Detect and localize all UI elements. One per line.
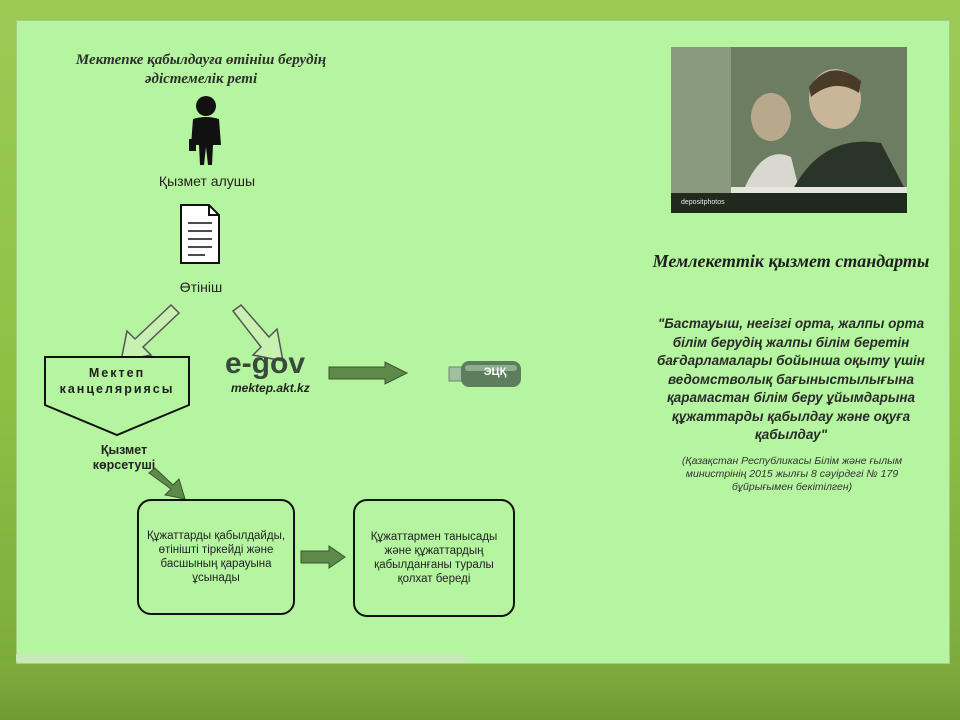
photo-caption-bar: depositphotos xyxy=(671,193,907,213)
school-office-label: Мектеп канцеляриясы xyxy=(59,366,175,396)
bottom-strip xyxy=(16,654,466,662)
egov-logo-text: e-gov xyxy=(225,347,306,380)
box-review-documents: Құжаттармен танысады және құжаттардың қа… xyxy=(353,499,515,617)
service-provider-label: Қызмет көрсетуші xyxy=(92,443,156,472)
right-quote: "Бастауыш, негізгі орта, жалпы орта білі… xyxy=(657,316,925,442)
application-label: Өтініш xyxy=(179,279,223,295)
arrow-down-right-small-icon xyxy=(148,467,186,500)
arrow-right-box-icon xyxy=(300,545,346,569)
school-office-shape xyxy=(44,356,190,437)
students-illustration xyxy=(671,47,907,213)
document-icon xyxy=(180,204,220,264)
students-photo: depositphotos xyxy=(671,47,907,213)
left-title: Мектепке қабылдауға өтініш берудің әдіст… xyxy=(75,52,327,87)
usb-token-icon xyxy=(448,361,521,387)
arrow-down-right-icon xyxy=(231,303,284,362)
person-icon xyxy=(189,96,221,165)
arrow-right-icon xyxy=(328,361,409,385)
right-title: Мемлекеттік қызмет стандарты xyxy=(652,251,930,271)
eds-label: ЭЦҚ xyxy=(483,366,507,378)
slide: Мектепке қабылдауға өтініш берудің әдіст… xyxy=(16,20,950,664)
photo-watermark: depositphotos xyxy=(681,199,725,206)
service-receiver-label: Қызмет алушы xyxy=(158,173,256,189)
box-accept-documents: Құжаттарды қабылдайды, өтінішті тіркейді… xyxy=(137,499,295,615)
egov-url[interactable]: mektep.akt.kz xyxy=(231,381,310,395)
egov-logo[interactable]: e-gov xyxy=(225,347,305,381)
background-bottom xyxy=(0,662,960,720)
right-note: (Қазақстан Республикасы Білім және ғылым… xyxy=(681,455,903,493)
